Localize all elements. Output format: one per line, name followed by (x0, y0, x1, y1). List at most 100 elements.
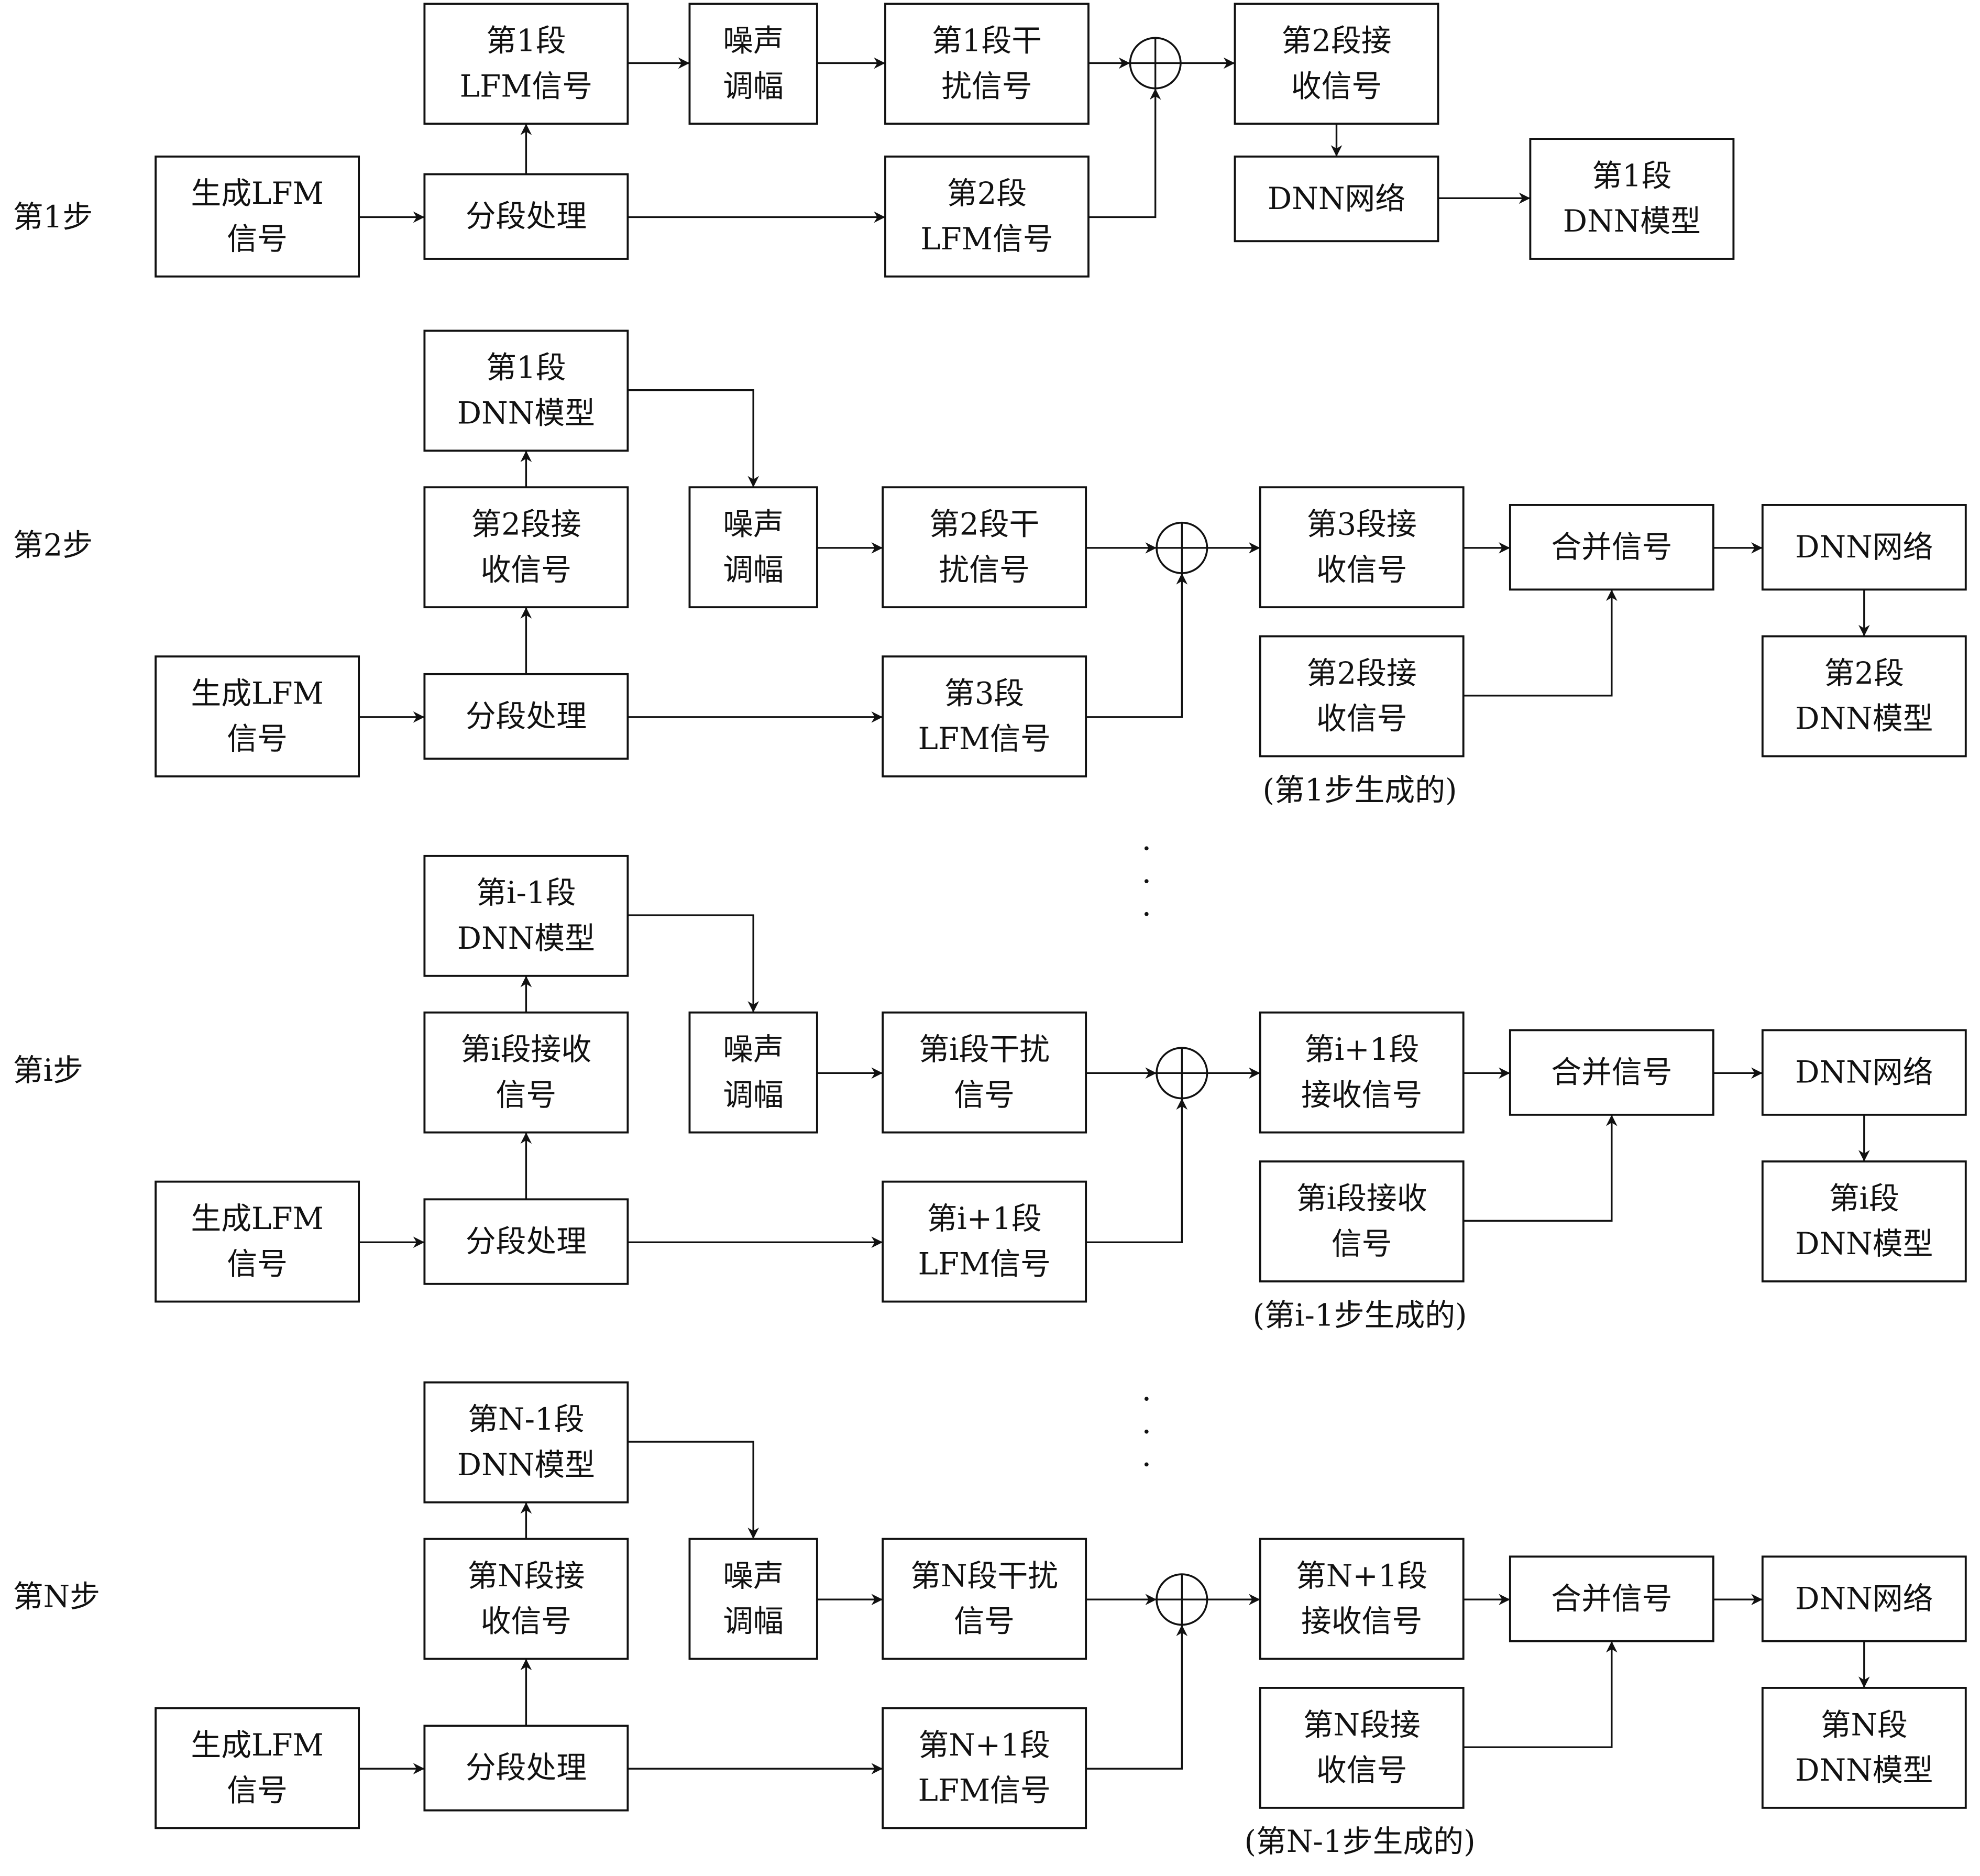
generate-lfm-box-label: 信号 (227, 1773, 288, 1808)
ellipsis-dot (1144, 1397, 1149, 1401)
next-segment-lfm-box-label: 第i+1段 (927, 1201, 1041, 1236)
prev-step-received-box-label: 收信号 (1316, 1752, 1407, 1788)
source-note: (第N-1步生成的) (1244, 1824, 1475, 1859)
dnn-network-box-label: DNN网络 (1795, 1581, 1933, 1616)
next-received-box-label: 第N+1段 (1296, 1558, 1428, 1594)
step-label: 第2步 (13, 527, 93, 563)
noise-am-box-label: 调幅 (723, 1077, 784, 1113)
connector-line (1086, 1625, 1188, 1770)
noise-am-box-label: 噪声 (723, 23, 784, 59)
ellipsis-dot (1144, 1429, 1149, 1434)
source-note: (第1步生成的) (1263, 772, 1457, 808)
jamming-signal-box (882, 486, 1087, 609)
current-received-box (423, 1011, 629, 1134)
prev-step-received-box-label: 第N段接 (1303, 1707, 1421, 1742)
dnn-network-box (1761, 1555, 1967, 1642)
merge-signal-box-label: 合并信号 (1551, 1581, 1672, 1616)
noise-am-box (688, 486, 818, 609)
segment-1-jamming-box-label: 第1段干 (932, 23, 1042, 59)
dnn-model-box (1761, 635, 1967, 758)
ellipsis-dot (1144, 846, 1149, 851)
dnn-network-box (1234, 155, 1439, 243)
segment-1-dnn-model-box (1529, 138, 1735, 260)
prev-step-received-box (1259, 1687, 1465, 1809)
noise-am-box (688, 3, 818, 125)
dnn-model-box (1761, 1687, 1967, 1809)
segment-1-jamming-box (884, 3, 1090, 125)
prev-dnn-model-box-label: 第N-1段 (468, 1401, 585, 1437)
segment-1-jamming-box-label: 扰信号 (941, 68, 1032, 104)
next-segment-lfm-box-label: LFM信号 (918, 1246, 1050, 1282)
step-label: 第1步 (13, 199, 93, 235)
current-received-box-label: 收信号 (481, 1604, 572, 1639)
segment-1-dnn-model-box-label: DNN模型 (1563, 203, 1701, 239)
generate-lfm-box-label: 信号 (227, 221, 288, 257)
segment-2-received-box-label: 第2段接 (1281, 23, 1391, 59)
segment-2-lfm-box (884, 155, 1090, 278)
ellipsis-dot (1144, 1462, 1149, 1467)
jamming-signal-box (882, 1538, 1087, 1660)
next-received-box (1259, 1538, 1465, 1660)
ellipsis-dot (1144, 912, 1149, 916)
noise-am-box-label: 噪声 (723, 507, 784, 542)
noise-am-box (688, 1538, 818, 1660)
prev-dnn-model-box (423, 330, 629, 452)
jamming-signal-box-label: 信号 (954, 1077, 1015, 1113)
connector-line (1463, 589, 1618, 697)
connector-line (628, 1441, 760, 1539)
generate-lfm-box-label: 生成LFM (191, 1201, 323, 1236)
prev-step-received-box-label: 收信号 (1316, 701, 1407, 737)
next-segment-lfm-box (882, 655, 1087, 777)
next-segment-lfm-box-label: 第3段 (944, 675, 1024, 711)
segment-process-box (423, 1198, 629, 1285)
current-received-box-label: 信号 (496, 1077, 557, 1113)
dnn-model-box-label: 第i段 (1829, 1180, 1899, 1216)
segment-2-lfm-box-label: LFM信号 (920, 221, 1053, 257)
step-label: 第N步 (13, 1579, 100, 1615)
next-received-box (1259, 1011, 1465, 1134)
next-segment-lfm-box (882, 1707, 1087, 1829)
source-note: (第i-1步生成的) (1253, 1297, 1467, 1333)
prev-dnn-model-box (423, 1381, 629, 1504)
dnn-network-box-label: DNN网络 (1268, 181, 1405, 216)
generate-lfm-box-label: 生成LFM (191, 175, 323, 211)
dnn-model-box-label: DNN模型 (1795, 1752, 1933, 1788)
prev-dnn-model-box (423, 854, 629, 977)
segment-process-box (423, 673, 629, 760)
current-received-box (423, 486, 629, 609)
merge-signal-box (1509, 1029, 1714, 1116)
generate-lfm-box-label: 生成LFM (191, 675, 323, 711)
jamming-signal-box-label: 扰信号 (939, 552, 1030, 587)
next-segment-lfm-box-label: 第N+1段 (918, 1727, 1050, 1763)
segment-process-box (423, 1725, 629, 1812)
segment-2-lfm-box-label: 第2段 (947, 175, 1027, 211)
segment-1-lfm-box-label: 第1段 (486, 23, 566, 59)
next-received-box-label: 接收信号 (1301, 1077, 1422, 1113)
generate-lfm-box (155, 155, 360, 278)
segment-process-box-label: 分段处理 (466, 1750, 587, 1785)
prev-dnn-model-box-label: DNN模型 (457, 395, 595, 431)
segment-process-box (423, 173, 629, 260)
generate-lfm-box-label: 生成LFM (191, 1727, 323, 1763)
prev-dnn-model-box-label: 第1段 (486, 350, 566, 386)
segment-1-dnn-model-box-label: 第1段 (1592, 158, 1671, 193)
generate-lfm-box (155, 1180, 360, 1303)
connector-line (1086, 573, 1188, 718)
prev-dnn-model-box-label: 第i-1段 (476, 875, 576, 910)
next-received-box-label: 收信号 (1316, 552, 1407, 587)
prev-step-received-box (1259, 635, 1465, 758)
prev-dnn-model-box-label: DNN模型 (457, 920, 595, 956)
noise-am-box-label: 调幅 (723, 1604, 784, 1639)
prev-step-received-box (1259, 1160, 1465, 1282)
generate-lfm-box (155, 655, 360, 777)
segment-1-lfm-box-label: LFM信号 (460, 68, 592, 104)
next-received-box-label: 第i+1段 (1304, 1032, 1419, 1067)
current-received-box (423, 1538, 629, 1660)
jamming-signal-box (882, 1011, 1087, 1134)
jamming-signal-box-label: 第i段干扰 (919, 1032, 1050, 1067)
connector-line (1086, 1098, 1188, 1243)
noise-am-box-label: 噪声 (723, 1032, 784, 1067)
prev-dnn-model-box-label: DNN模型 (457, 1447, 595, 1483)
connector-line (1463, 1641, 1618, 1748)
